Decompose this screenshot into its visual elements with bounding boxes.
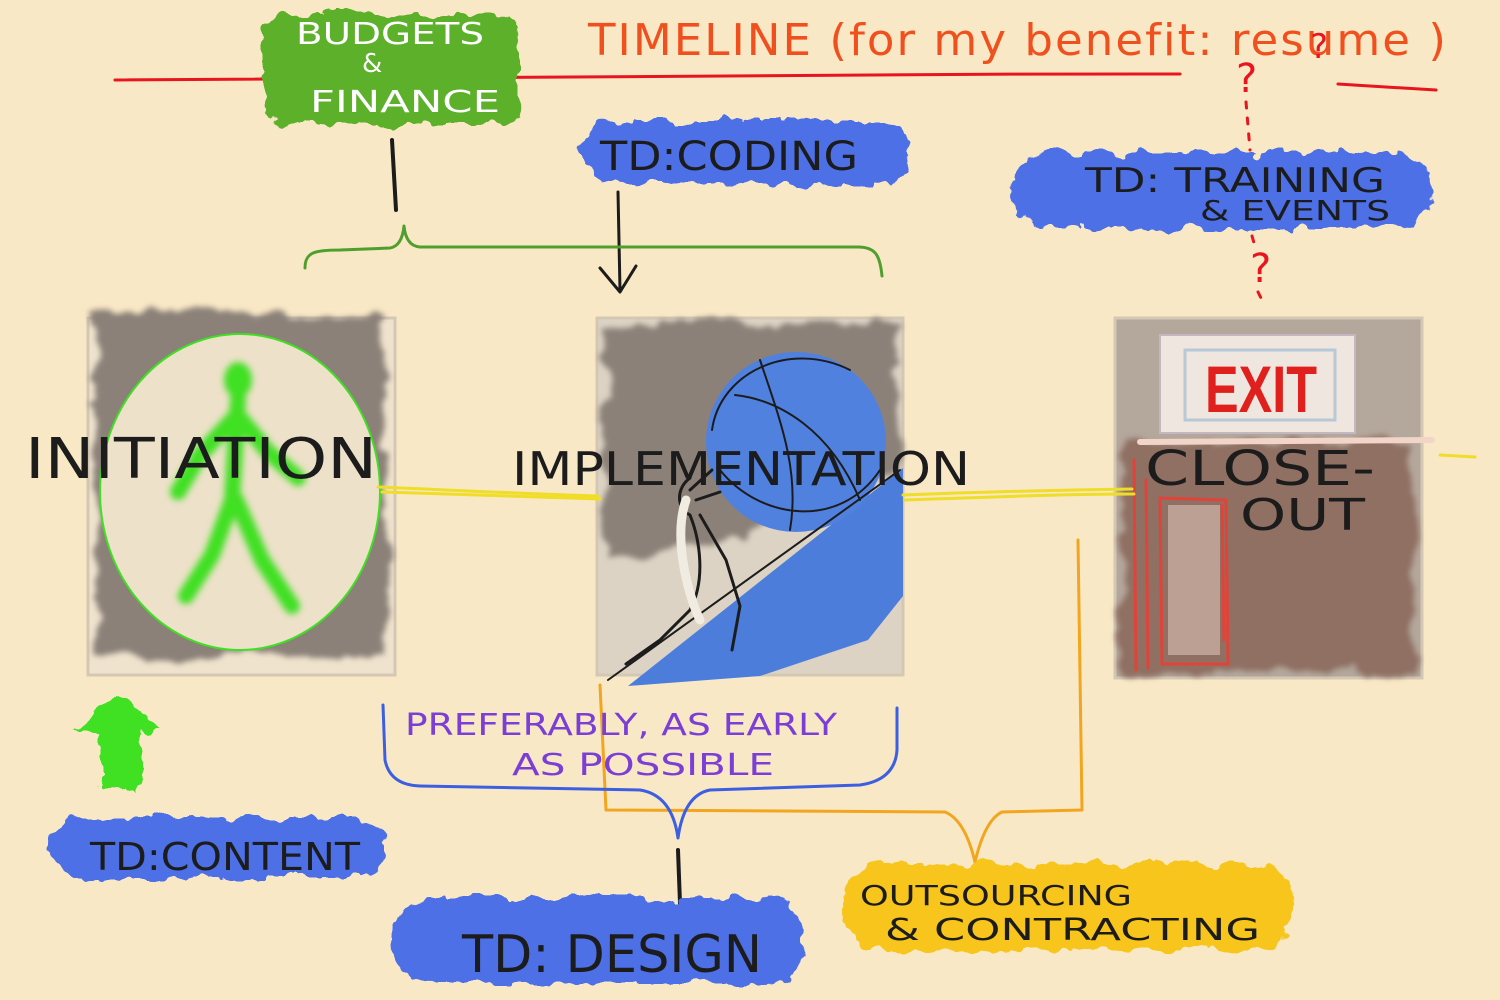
budgets-connector [390, 138, 398, 212]
question-mark: ? [1236, 56, 1257, 102]
door-panel [1168, 505, 1220, 655]
coding-arrow [598, 190, 638, 294]
figure-sketch [624, 468, 742, 666]
timeline-line [113, 72, 1182, 82]
question-mark: ? [1250, 246, 1271, 292]
outsourcing-label-line1: OUTSOURCING [860, 879, 1132, 912]
phase-label-initiation: INITIATION [25, 427, 377, 492]
light-bar [1137, 437, 1435, 445]
phase-label-implementation: IMPLEMENTATION [512, 442, 970, 496]
exit-sign-icon: EXIT [1159, 334, 1356, 434]
door-outline [1132, 458, 1230, 672]
figure-highlight [676, 495, 705, 625]
training-blob [1012, 152, 1430, 228]
figure-head [224, 362, 252, 398]
figure-body [170, 392, 306, 614]
up-arrow-icon [75, 690, 165, 792]
boulder-pushing-figure-icon [607, 352, 901, 681]
outsourcing-label-line2: & CONTRACTING [885, 913, 1260, 948]
closeout-panel: EXIT [1113, 316, 1435, 680]
slope-line [607, 469, 901, 681]
budgets-label-line3: FINANCE [310, 85, 500, 120]
outsourcing-blob [842, 864, 1294, 950]
timeline-line-end [1336, 82, 1438, 92]
question-mark: ? [1310, 27, 1328, 67]
phase-connector-end [1438, 453, 1477, 459]
note-line1: PREFERABLY, AS EARLY [405, 708, 838, 743]
implementation-panel [595, 316, 905, 686]
exit-sign-frame [1183, 348, 1337, 422]
boulder-sketch [711, 357, 881, 531]
coding-blob [582, 120, 908, 184]
design-label: TD: DESIGN [461, 925, 762, 985]
training-label-line2: & EVENTS [1200, 194, 1390, 227]
phase-connector [376, 485, 602, 501]
design-blob [392, 898, 805, 984]
dotted-connector [1244, 100, 1264, 302]
outsourcing-bracket [598, 538, 1084, 864]
note-line2: AS POSSIBLE [512, 748, 774, 783]
phase-label-closeout-line2: OUT [1240, 490, 1365, 541]
walking-figure-icon [170, 362, 306, 614]
phase-connector [901, 487, 1136, 502]
budgets-label-line2: & [362, 49, 382, 79]
initiation-panel [86, 312, 397, 677]
door-icon [1132, 458, 1230, 672]
training-label-line1: TD: TRAINING [1084, 161, 1385, 201]
phase-label-closeout-line1: CLOSE- [1145, 441, 1375, 497]
exit-sign-text: EXIT [1205, 352, 1317, 426]
timeline-title: TIMELINE (for my benefit: resume ) [587, 15, 1448, 66]
coding-label: TD:CODING [599, 134, 858, 180]
content-blob [50, 818, 385, 878]
design-bracket [381, 703, 899, 840]
initiation-implementation-bracket [303, 224, 884, 278]
budgets-blob [264, 14, 520, 124]
budgets-label-line1: BUDGETS [296, 17, 484, 52]
content-label: TD:CONTENT [89, 835, 361, 879]
